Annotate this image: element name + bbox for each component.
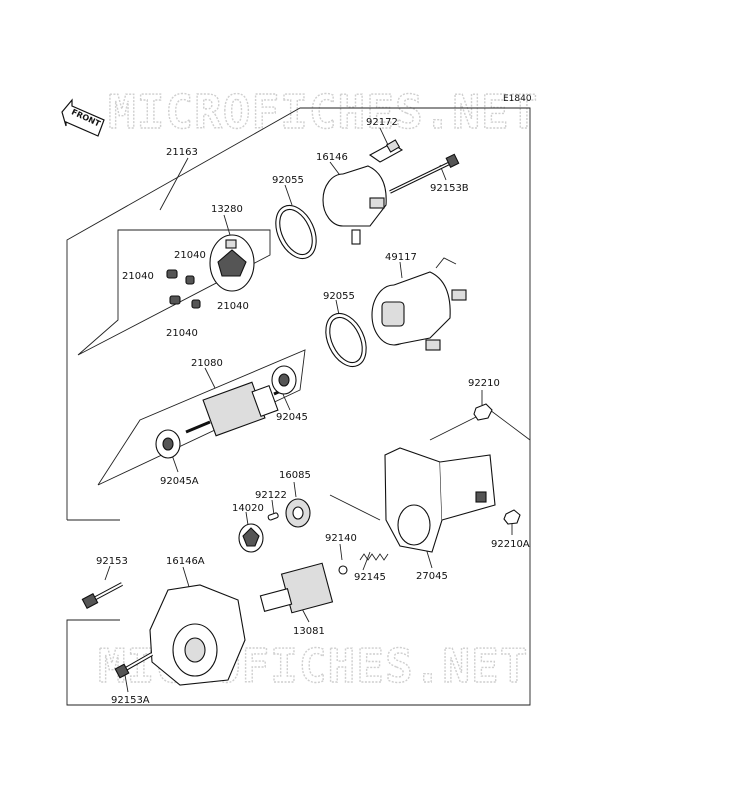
part-13081[interactable] bbox=[259, 562, 334, 614]
label-21040-b: 21040 bbox=[122, 271, 154, 282]
part-92122[interactable] bbox=[267, 512, 279, 521]
part-14020[interactable] bbox=[238, 523, 264, 553]
label-13280: 13280 bbox=[211, 204, 243, 215]
assembly-frame bbox=[66, 107, 531, 706]
part-92153B[interactable] bbox=[389, 153, 460, 194]
part-27045[interactable] bbox=[384, 447, 496, 553]
diagram-code: E1840 bbox=[503, 94, 532, 104]
part-16146A[interactable] bbox=[149, 584, 246, 686]
part-21040[interactable] bbox=[166, 269, 201, 309]
part-92140[interactable] bbox=[338, 565, 348, 575]
label-92153A: 92153A bbox=[111, 695, 150, 706]
label-92153: 92153 bbox=[96, 556, 128, 567]
label-92045: 92045 bbox=[276, 412, 308, 423]
label-92045A: 92045A bbox=[160, 476, 199, 487]
label-16085: 16085 bbox=[279, 470, 311, 481]
part-92045[interactable] bbox=[271, 365, 297, 395]
part-92172[interactable] bbox=[368, 139, 404, 163]
label-21040-a: 21040 bbox=[174, 250, 206, 261]
label-92210: 92210 bbox=[468, 378, 500, 389]
label-21040-c: 21040 bbox=[217, 301, 249, 312]
part-21080[interactable] bbox=[185, 381, 293, 437]
part-92153A[interactable] bbox=[114, 652, 153, 679]
label-27045: 27045 bbox=[416, 571, 448, 582]
label-92122: 92122 bbox=[255, 490, 287, 501]
front-arrow-icon: FRONT bbox=[61, 98, 105, 137]
part-16146[interactable] bbox=[322, 165, 387, 245]
part-49117[interactable] bbox=[371, 257, 467, 351]
part-92153[interactable] bbox=[81, 582, 123, 609]
part-92045A[interactable] bbox=[155, 429, 181, 459]
label-14020: 14020 bbox=[232, 503, 264, 514]
label-49117: 49117 bbox=[385, 252, 417, 263]
label-21040-d: 21040 bbox=[166, 328, 198, 339]
label-16146A: 16146A bbox=[166, 556, 205, 567]
label-92153B: 92153B bbox=[430, 183, 469, 194]
label-92172: 92172 bbox=[366, 117, 398, 128]
part-13280[interactable] bbox=[209, 234, 255, 292]
label-92210A: 92210A bbox=[491, 539, 530, 550]
label-92140: 92140 bbox=[325, 533, 357, 544]
part-92210[interactable] bbox=[473, 403, 493, 421]
label-13081: 13081 bbox=[293, 626, 325, 637]
watermark-top: MICROFICHES.NET bbox=[108, 85, 538, 139]
label-92055-lower: 92055 bbox=[323, 291, 355, 302]
part-92210A[interactable] bbox=[503, 509, 521, 525]
leader-lines bbox=[104, 127, 513, 693]
label-92055-upper: 92055 bbox=[272, 175, 304, 186]
label-21163: 21163 bbox=[166, 147, 198, 158]
label-21080: 21080 bbox=[191, 358, 223, 369]
part-92145[interactable] bbox=[359, 553, 389, 561]
label-92145: 92145 bbox=[354, 572, 386, 583]
label-16146: 16146 bbox=[316, 152, 348, 163]
part-16085[interactable] bbox=[285, 498, 311, 528]
